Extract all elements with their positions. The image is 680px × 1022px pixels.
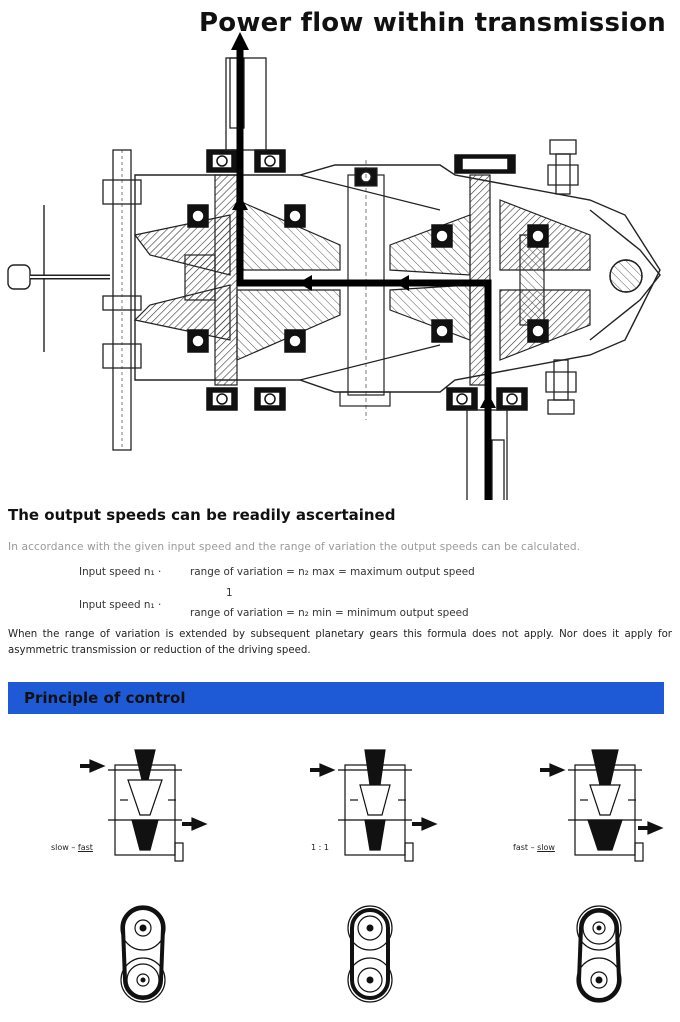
control-label-slow-fast: slow – fast — [51, 843, 93, 852]
section-banner-principle-of-control: Principle of control — [8, 682, 664, 714]
power-flow-arrowheads — [231, 32, 496, 408]
formula2-input-label: Input speed n₁ · — [79, 599, 162, 611]
page-title: Power flow within transmission — [199, 8, 666, 38]
handwheel — [7, 205, 110, 352]
intro-text: In accordance with the given input speed… — [8, 541, 581, 553]
belt-diagram-one-to-one — [347, 905, 393, 1003]
control-diagram-one-to-one — [310, 749, 438, 862]
housing — [134, 164, 661, 393]
output-shaft-bearings — [431, 154, 549, 411]
section-heading-output-speeds: The output speeds can be readily ascerta… — [8, 506, 396, 524]
formula1-result: range of variation = n₂ max = maximum ou… — [190, 566, 475, 578]
control-label-one-to-one: 1 : 1 — [311, 843, 329, 852]
control-label-fast-slow: fast – slow — [513, 843, 555, 852]
output-shaft — [225, 57, 267, 151]
control-diagram-fast-slow — [540, 749, 664, 862]
input-shaft-bearings — [187, 149, 306, 411]
belt-diagram-slow-fast — [120, 905, 166, 1003]
section-heading-principle-of-control: Principle of control — [24, 689, 186, 707]
input-variable-pulley — [133, 174, 341, 386]
belt-diagram-fast-slow — [576, 905, 622, 1003]
formula1-input-label: Input speed n₁ · — [79, 566, 162, 578]
formula2-numerator: 1 — [226, 587, 233, 599]
formula2-result: range of variation = n₂ min = minimum ou… — [190, 607, 469, 619]
note-text: When the range of variation is extended … — [8, 629, 672, 656]
control-spindle — [102, 149, 142, 451]
control-diagram-slow-fast — [80, 749, 208, 862]
transmission-cross-section-diagram — [7, 32, 661, 500]
adjuster-bolts — [545, 139, 579, 415]
